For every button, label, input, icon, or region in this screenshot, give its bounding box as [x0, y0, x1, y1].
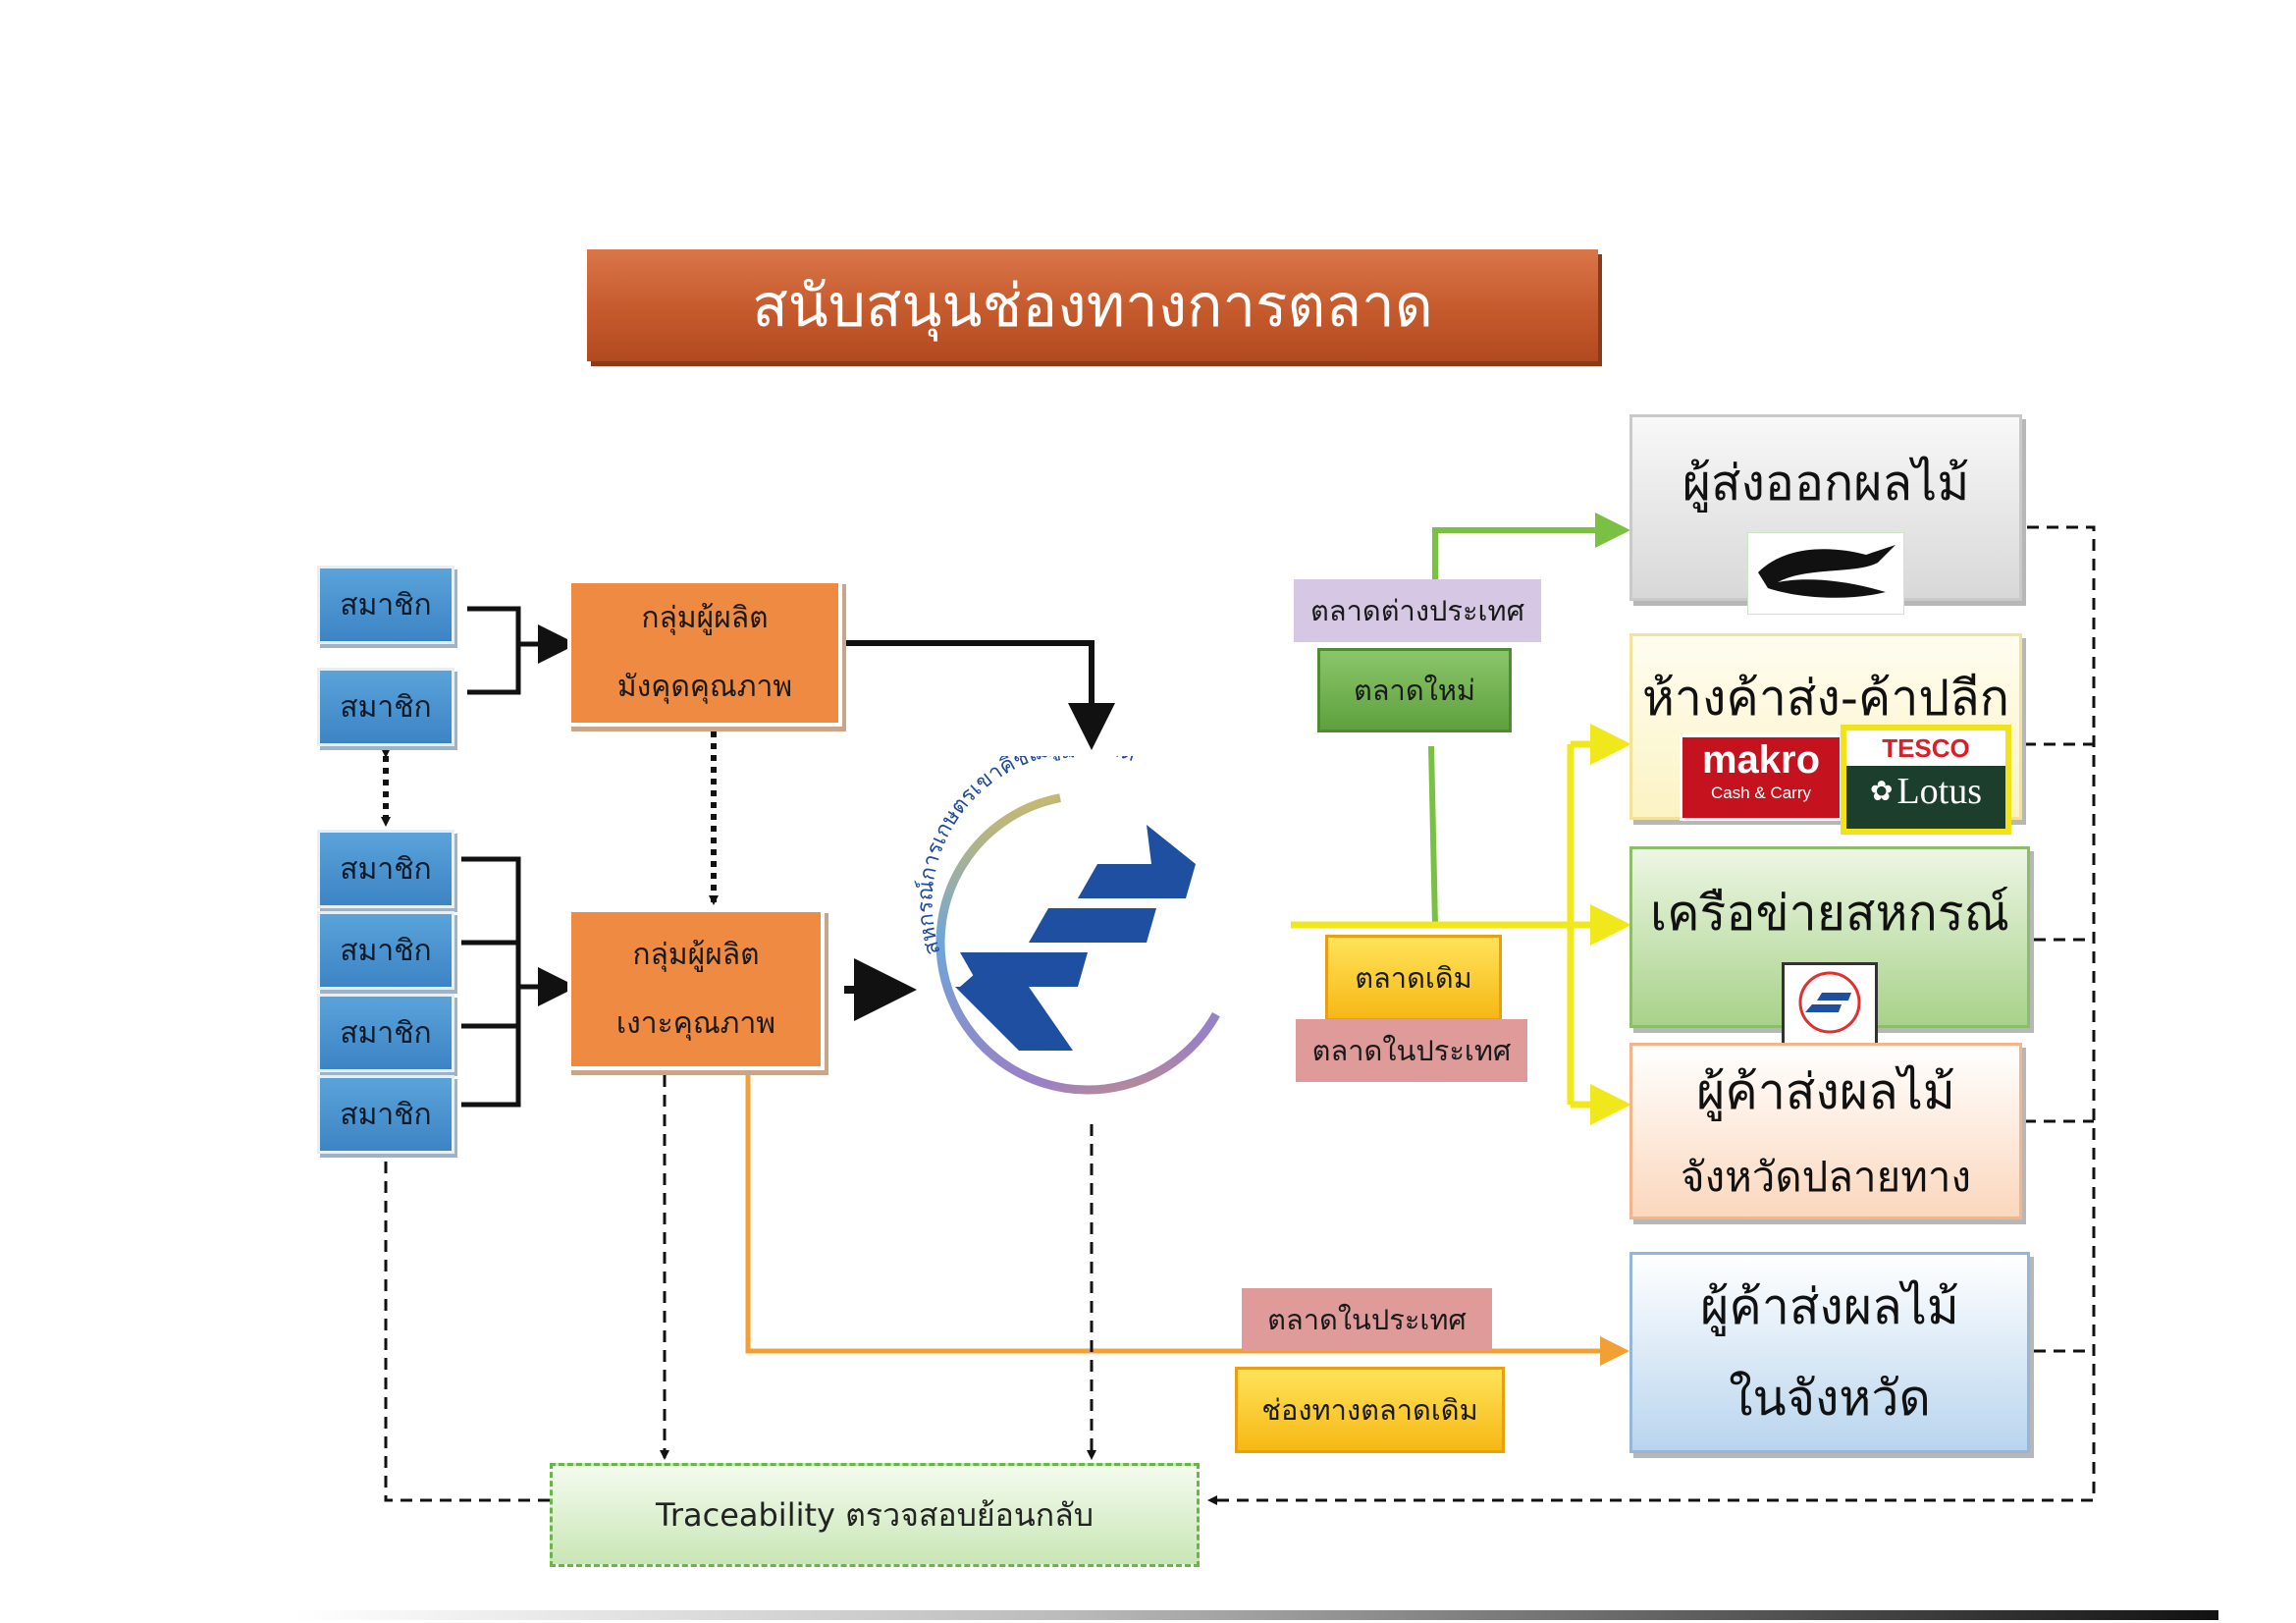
makro-name: makro	[1701, 738, 1821, 782]
producer-group-line2: เงาะคุณภาพ	[615, 1005, 776, 1041]
producer-group-rambutan: กลุ่มผู้ผลิต เงาะคุณภาพ	[567, 908, 825, 1070]
member-box: สมาชิก	[317, 1075, 454, 1154]
bottom-divider	[294, 1610, 2218, 1620]
tag-domestic-market: ตลาดในประเทศ	[1296, 1019, 1527, 1082]
tag-label: ตลาดในประเทศ	[1267, 1303, 1467, 1336]
title-text: สนับสนุนช่องทางการตลาด	[752, 271, 1433, 341]
producer-group-line1: กลุ่มผู้ผลิต	[641, 601, 769, 635]
dest-sublabel: จังหวัดปลายทาง	[1680, 1152, 1972, 1201]
traceability-label: Traceability ตรวจสอบย้อนกลับ	[655, 1495, 1095, 1534]
dest-cooperative-network: เครือข่ายสหกรณ์	[1629, 846, 2030, 1049]
green-line-export	[1428, 530, 1625, 926]
member-box: สมาชิก	[317, 911, 454, 990]
cooperative-network-icon	[1782, 962, 1878, 1049]
tag-label: ตลาดในประเทศ	[1311, 1034, 1512, 1067]
lotus-flower-icon: ✿	[1869, 777, 1894, 807]
bracket-bottom	[461, 856, 577, 1108]
producer-group-line2: มังคุดคุณภาพ	[616, 670, 793, 704]
dest-wholesale-local: ผู้ค้าส่งผลไม้ ในจังหวัด	[1629, 1252, 2030, 1453]
member-label: สมาชิก	[340, 587, 432, 622]
tesco-lotus-logo-icon: TESCO ✿ Lotus	[1841, 725, 2011, 835]
member-label: สมาชิก	[340, 1015, 432, 1051]
tag-label: ช่องทางตลาดเดิม	[1261, 1393, 1478, 1427]
tag-foreign-market: ตลาดต่างประเทศ	[1294, 579, 1541, 642]
yellow-lines	[1291, 724, 1631, 1125]
dest-sublabel: ในจังหวัด	[1729, 1369, 1931, 1427]
tag-traditional-channel: ช่องทางตลาดเดิม	[1235, 1367, 1505, 1453]
makro-sub: Cash & Carry	[1710, 784, 1812, 802]
dest-wholesale-retail: ห้างค้าส่ง-ค้าปลีก makro Cash & Carry TE…	[1629, 633, 2022, 835]
title-banner: สนับสนุนช่องทางการตลาด	[587, 249, 1598, 361]
dest-label: เครือข่ายสหกรณ์	[1650, 885, 2009, 942]
dest-label: ห้างค้าส่ง-ค้าปลีก	[1641, 670, 2010, 727]
dest-label: ผู้ส่งออกผลไม้	[1682, 455, 1970, 512]
producer-group-mangosteen: กลุ่มผู้ผลิต มังคุดคุณภาพ	[567, 579, 842, 727]
member-box: สมาชิก	[317, 994, 454, 1072]
makro-logo-icon: makro Cash & Carry	[1680, 734, 1842, 821]
producer-group-line1: กลุ่มผู้ผลิต	[632, 937, 760, 972]
lotus-name: Lotus	[1896, 771, 1983, 812]
tag-label: ตลาดเดิม	[1355, 961, 1472, 995]
member-label: สมาชิก	[340, 1097, 432, 1132]
dragon-logo-icon	[1747, 532, 1904, 615]
dest-wholesale-destination: ผู้ค้าส่งผลไม้ จังหวัดปลายทาง	[1629, 1043, 2022, 1219]
member-box: สมาชิก	[317, 830, 454, 908]
member-label: สมาชิก	[340, 933, 432, 968]
cooperative-logo-icon: สหกรณ์การเกษตรเขาคิชฌกูฏ จำกัด	[913, 733, 1240, 1095]
tag-label: ตลาดต่างประเทศ	[1310, 594, 1524, 627]
arrow-mangosteen-to-coop	[844, 640, 1115, 750]
bracket-top	[467, 606, 577, 695]
dest-label: ผู้ค้าส่งผลไม้	[1696, 1062, 1955, 1120]
tesco-name: TESCO	[1846, 730, 2005, 766]
member-label: สมาชิก	[340, 851, 432, 887]
dest-fruit-exporter: ผู้ส่งออกผลไม้	[1629, 414, 2022, 615]
tag-new-market: ตลาดใหม่	[1317, 648, 1512, 732]
traceability-box: Traceability ตรวจสอบย้อนกลับ	[550, 1463, 1200, 1567]
tag-domestic-market: ตลาดในประเทศ	[1242, 1288, 1492, 1351]
tag-traditional-market: ตลาดเดิม	[1325, 935, 1502, 1021]
cooperative-logo: สหกรณ์การเกษตรเขาคิชฌกูฏ จำกัด	[901, 733, 1274, 1109]
member-label: สมาชิก	[340, 689, 432, 725]
dest-label: ผู้ค้าส่งผลไม้	[1700, 1277, 1959, 1335]
tag-label: ตลาดใหม่	[1353, 674, 1476, 707]
member-box: สมาชิก	[317, 668, 454, 746]
member-box: สมาชิก	[317, 566, 454, 644]
orange-line-domestic	[745, 1070, 1629, 1366]
feedback-dashed	[381, 525, 2096, 1505]
